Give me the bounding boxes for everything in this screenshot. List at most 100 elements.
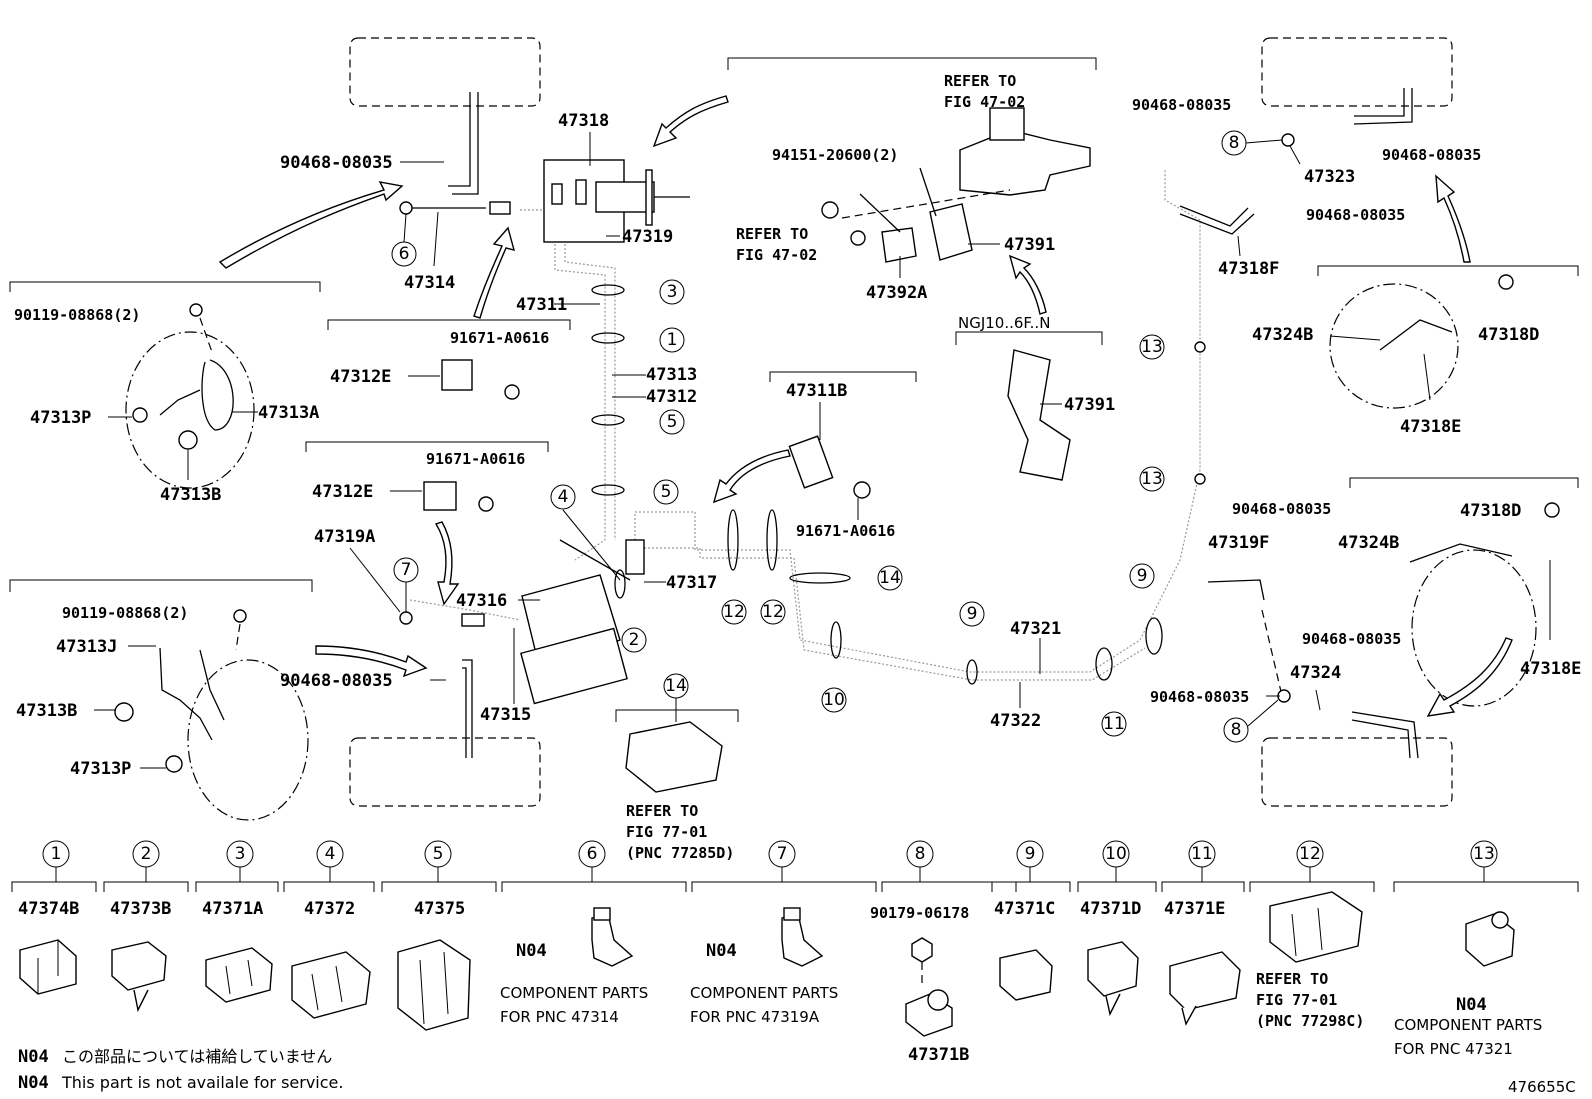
svg-text:14: 14 (879, 568, 901, 588)
hose-47318F (1179, 205, 1249, 227)
hose-front-right-2 (1354, 88, 1405, 117)
bolt-90119-a (189, 303, 203, 317)
clamp-12-a (727, 509, 739, 571)
hose-front-left-2 (452, 92, 479, 195)
circle-ref-1: 1 (659, 327, 685, 353)
wheel-area-rear-left (349, 737, 541, 807)
circle-ref-6: 6 (391, 241, 417, 267)
clip-47371E-icon (1169, 951, 1241, 1026)
legend-num-11: 11 (1188, 840, 1216, 882)
legend-note-6-a: COMPONENT PARTS (500, 984, 648, 1002)
dash-90119-b (235, 623, 241, 651)
clip-47311B (788, 435, 834, 489)
svg-text:5: 5 (661, 482, 672, 502)
leader-8-bottom (1247, 699, 1279, 727)
clamp-13-upper (1194, 341, 1206, 353)
nut-47313P-b (165, 755, 183, 773)
circle-ref-8-top: 8 (1221, 130, 1247, 156)
actuator-line (559, 539, 631, 581)
bracket-47392A (881, 227, 917, 263)
legend-part-6: N04 (516, 941, 547, 961)
label-47313P-upper: 47313P (30, 408, 91, 428)
clamp-14 (789, 572, 851, 584)
label-47311B: 47311B (786, 381, 847, 401)
label-91671-A0616-47311B: 91671-A0616 (796, 522, 895, 540)
legend-part-10: 47371D (1080, 899, 1141, 919)
legend-num-1: 1 (42, 840, 70, 882)
footnote-code-en: N04 (18, 1073, 49, 1093)
label-47312E-upper: 47312E (330, 367, 391, 387)
hose-47319F (1207, 579, 1265, 601)
clamp-1 (591, 332, 625, 344)
detail-circle-left-upper (125, 331, 255, 489)
brake-pipe-rear-run (634, 220, 1201, 673)
bolt-90119-b (233, 609, 247, 623)
legend-part-4: 47372 (304, 899, 355, 919)
group-bracket-clip-b (305, 441, 549, 452)
legend-num-12: 12 (1296, 840, 1324, 882)
circle-ref-14: 14 (877, 565, 903, 591)
label-47319: 47319 (622, 227, 673, 247)
label-47319F: 47319F (1208, 533, 1269, 553)
svg-text:6: 6 (587, 844, 598, 864)
label-refer-fig-47-02-left-2: FIG 47-02 (736, 246, 817, 264)
leader-47323 (1289, 145, 1301, 165)
arrow-to-front-left (218, 181, 404, 269)
clamp-5-a (591, 414, 625, 426)
label-94151-20600: 94151-20600(2) (772, 146, 898, 164)
label-47318E-upper: 47318E (1400, 417, 1461, 437)
legend-num-7: 7 (768, 840, 796, 882)
leader-47324 (1315, 689, 1321, 711)
label-47313J: 47313J (56, 637, 117, 657)
legend-part-8: 90179-06178 (870, 904, 969, 922)
label-47321: 47321 (1010, 619, 1061, 639)
label-90468-08035-right-lower-a: 90468-08035 (1232, 500, 1331, 518)
leader-47324B-a (1329, 335, 1381, 341)
svg-text:1: 1 (667, 330, 678, 350)
legend-num-6: 6 (578, 840, 606, 882)
master-cylinder-47391 (959, 129, 1091, 196)
label-47391-top: 47391 (1004, 235, 1055, 255)
legend-part-9: 47371C (994, 899, 1055, 919)
union-47314 (489, 201, 511, 215)
svg-text:8: 8 (1229, 133, 1240, 153)
bracket-47391-ngj (1007, 349, 1071, 481)
circle-ref-3: 3 (659, 279, 685, 305)
arrow-to-47311B (712, 449, 791, 504)
svg-text:5: 5 (667, 412, 678, 432)
svg-text:4: 4 (558, 487, 569, 507)
label-47318F: 47318F (1218, 259, 1279, 279)
leader-4 (562, 509, 621, 581)
group-bracket-right-lower (1349, 477, 1579, 488)
brake-pipe-main (554, 240, 606, 561)
legend-note-7-a: COMPONENT PARTS (690, 984, 838, 1002)
circle-ref-5-a: 5 (659, 409, 685, 435)
label-90468-08035-right-lower-c: 90468-08035 (1150, 688, 1249, 706)
label-47313A: 47313A (258, 403, 319, 423)
leader-8-top (1245, 139, 1283, 144)
circle-ref-10: 10 (821, 687, 847, 713)
svg-text:7: 7 (401, 560, 412, 580)
circle-ref-12-b: 12 (760, 599, 786, 625)
svg-text:9: 9 (1137, 566, 1148, 586)
label-47318E-lower: 47318E (1520, 659, 1581, 679)
hose-47324B-b (1409, 543, 1513, 563)
svg-text:11: 11 (1191, 844, 1213, 864)
group-bracket-14 (615, 709, 739, 722)
legend-num-8: 8 (906, 840, 934, 882)
label-90468-08035-right-top-2: 90468-08035 (1382, 146, 1481, 164)
group-bracket-ngj (955, 331, 1103, 345)
wheel-area-rear-right (1261, 737, 1453, 807)
legend-num-4: 4 (316, 840, 344, 882)
detail-circle-right-upper (1329, 283, 1459, 409)
bolt-47318D-b (1544, 502, 1560, 518)
legend-part-7: N04 (706, 941, 737, 961)
actuator-body (520, 627, 628, 705)
label-47318D-upper: 47318D (1478, 325, 1539, 345)
detail-circle-left-lower (187, 659, 309, 821)
clip-N04-13-icon (1465, 911, 1515, 967)
svg-text:13: 13 (1141, 469, 1163, 489)
label-47324B-lower: 47324B (1338, 533, 1399, 553)
clamp-5-b (591, 484, 625, 496)
label-47315: 47315 (480, 705, 531, 725)
